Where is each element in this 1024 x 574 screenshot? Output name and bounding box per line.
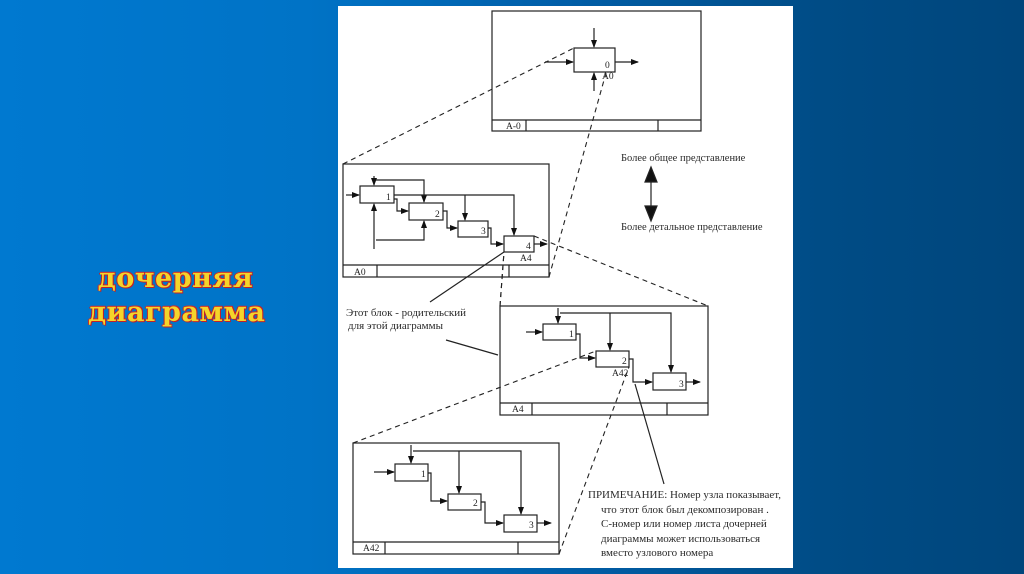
double-arrow-icon [644,165,658,223]
frame-a-0 [491,10,702,132]
projection-lines [342,47,709,555]
a0-block-4-ref: A4 [520,254,532,264]
a4-block-1 [542,323,577,341]
parent-leader-line [429,251,505,303]
slide-title-line2: диаграмма [88,297,266,328]
note-leader-line [634,383,665,485]
frame-a0 [342,163,550,278]
note-line-2: что этот блок был декомпозирован . [601,503,769,516]
a42-block-1-label: 1 [421,470,426,480]
legend-general: Более общее представление [621,153,746,164]
idef0-decomposition-diagram: 0 A0 A-0 1 2 3 4 A4 A0 1 2 A42 3 A4 1 2 … [342,10,709,555]
parent-note-line1: Этот блок - родительский [346,307,467,319]
a0-block-2-label: 2 [435,210,440,220]
frame-a42-node: A42 [363,544,380,554]
a4-block-1-label: 1 [569,330,574,340]
a42-block-2-label: 2 [473,499,478,509]
slide-title-line1: дочерняя [97,263,254,294]
a4-block-3-label: 3 [679,380,684,390]
a4-block-2-ref: A42 [612,369,629,379]
diagram-page: 0 A0 A-0 1 2 3 4 A4 A0 1 2 A42 3 A4 1 2 … [338,6,793,568]
frame-a-0-node: A-0 [506,122,521,132]
slide-title: дочерняя диаграмма [88,262,266,330]
a0-block-4-label: 4 [526,242,531,252]
frame-a42 [352,442,560,555]
frame-a4-node: A4 [512,405,524,415]
note-line-3: С-номер или номер листа дочерней [601,518,767,530]
a4-block-2-label: 2 [622,357,627,367]
a0-block-3-label: 3 [481,227,486,237]
parent-leader-line-2 [445,339,499,356]
note-line-4: диаграммы может использоваться [601,532,761,545]
block-0-number: 0 [605,61,610,71]
legend-detailed: Более детальное представление [621,222,763,233]
note-line-5: вместо узлового номера [601,547,714,559]
parent-note: Этот блок - родительский для этой диагра… [346,307,466,333]
a42-block-3-label: 3 [529,521,534,531]
frame-a4 [499,305,709,416]
a0-block-1-label: 1 [386,193,391,203]
frame-a0-node: A0 [354,268,366,278]
note-line-1: ПРИМЕЧАНИЕ: Номер узла показывает, [588,489,782,501]
block-0-ref: A0 [602,72,614,82]
a0-block-3 [457,220,489,238]
parent-note-line2: для этой диаграммы [348,320,443,332]
decomposition-note: ПРИМЕЧАНИЕ: Номер узла показывает, что э… [588,488,781,561]
